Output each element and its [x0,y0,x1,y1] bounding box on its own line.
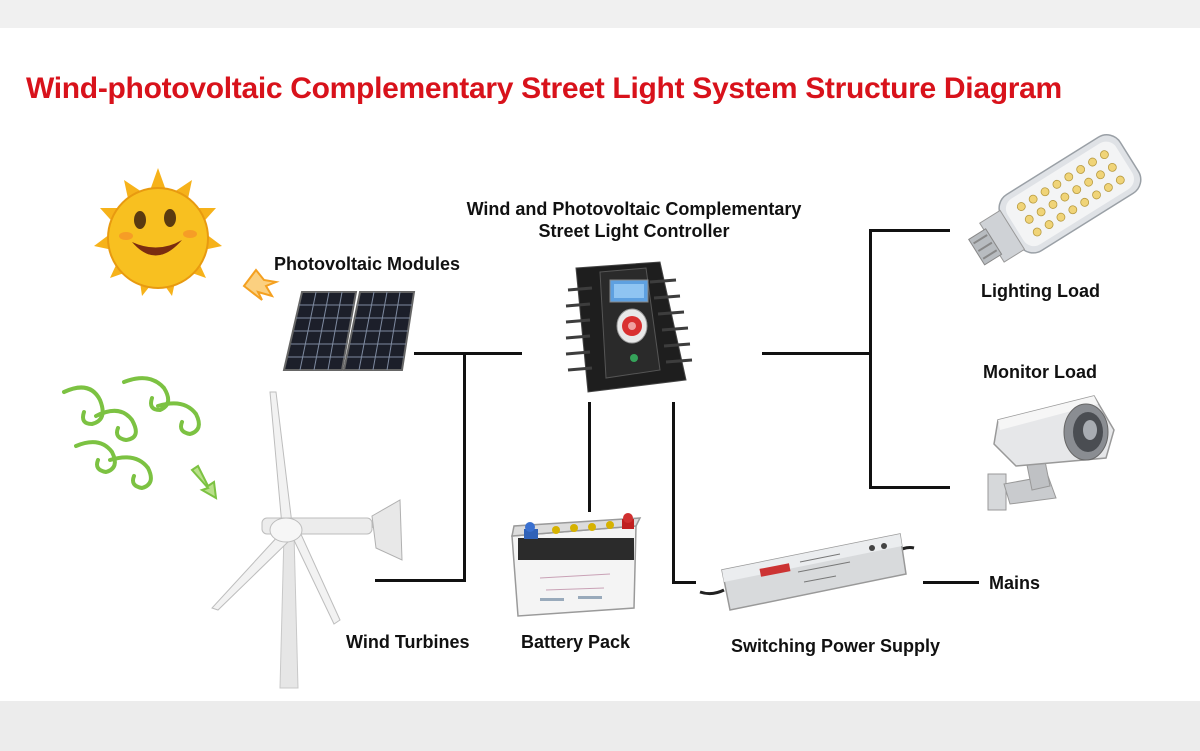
controller-icon [565,261,693,393]
diagram-title: Wind-photovoltaic Complementary Street L… [26,72,1062,105]
monitor-load-label: Monitor Load [983,362,1097,382]
cctv-camera-icon [987,395,1115,511]
controller-label-line1: Wind and Photovoltaic Complementary [466,199,802,219]
wire-psu-mains [923,581,979,584]
battery-pack-label: Battery Pack [521,632,631,652]
wire-turbine [375,579,466,582]
wind-turbines-label: Wind Turbines [346,632,470,652]
lighting-load-label: Lighting Load [981,281,1100,301]
wire-controller-loads [762,352,871,355]
wire-pv-to-junction [414,352,522,355]
wire-loads-vertical [869,229,872,489]
wind-arrow-icon [190,464,218,500]
power-supply-icon [699,533,915,611]
wire-controller-psu-vertical [672,402,675,584]
sunlight-arrow-icon [242,268,280,301]
wind-swirl-icon [62,376,201,491]
wire-pv-wind-junction [463,352,466,582]
wind-turbine-icon [211,391,403,689]
wire-controller-psu-horizontal [672,581,696,584]
sun-icon [94,168,222,296]
solar-panel-icon [282,291,416,371]
mains-label: Mains [989,573,1041,593]
bottom-band [0,701,1200,751]
wire-controller-battery [588,402,591,512]
led-lamp-icon [968,134,1142,266]
wire-lighting-load [869,229,950,232]
wire-monitor-load [869,486,950,489]
switching-power-supply-label: Switching Power Supply [731,636,941,656]
battery-icon [511,513,642,617]
controller-label-line2: Street Light Controller [538,221,730,241]
pv-modules-label: Photovoltaic Modules [274,254,461,274]
